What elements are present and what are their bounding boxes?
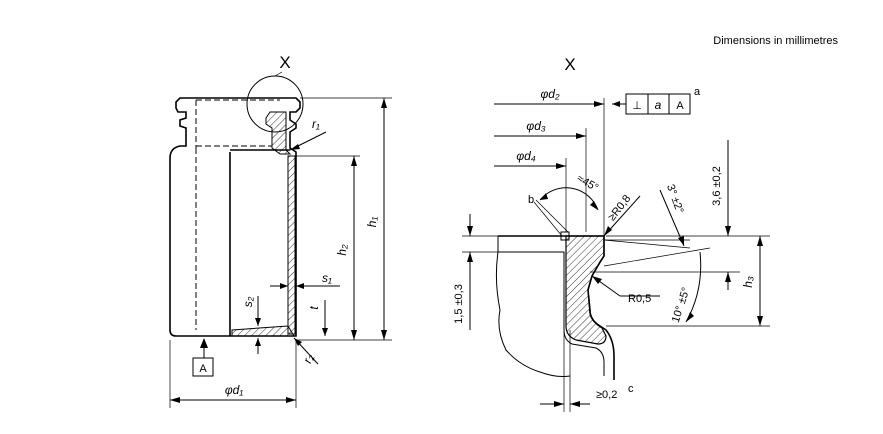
left-view-label: X bbox=[279, 53, 290, 72]
vial-inner-wall bbox=[229, 149, 290, 336]
s1-label: s₁ bbox=[322, 271, 332, 285]
s2-label: s₂ bbox=[241, 296, 255, 307]
d1-label: φd₁ bbox=[225, 383, 244, 397]
h3-label: h₃ bbox=[741, 276, 755, 288]
d2-label: φd₂ bbox=[540, 87, 560, 101]
tolerance-value: a bbox=[655, 98, 662, 112]
corner-point bbox=[560, 231, 570, 241]
vial-bottom-section bbox=[231, 325, 295, 337]
datum-a-box bbox=[192, 357, 214, 377]
vial-neck-section bbox=[265, 111, 292, 155]
gap-label: ≥0,2 bbox=[596, 389, 617, 401]
note-b: b bbox=[528, 194, 534, 206]
h36-label: 3,6 ±0,2 bbox=[711, 166, 723, 206]
angle3-label: 3° ±2° bbox=[664, 183, 686, 215]
angle10-arc bbox=[685, 251, 702, 323]
r1-label: r₁ bbox=[312, 117, 320, 131]
vial-inner-profile bbox=[195, 99, 280, 330]
h2-label: h₂ bbox=[335, 244, 349, 256]
tolerance-datum: A bbox=[676, 100, 684, 112]
d4-label: φd₄ bbox=[516, 149, 536, 163]
vial-outline bbox=[169, 97, 301, 337]
r05-label: R0,5 bbox=[628, 293, 651, 305]
vial-wall-section bbox=[287, 155, 296, 335]
d3-label: φd₃ bbox=[526, 119, 546, 133]
datum-a-label: A bbox=[199, 363, 207, 375]
detail-section bbox=[565, 235, 607, 345]
perpendicularity-symbol: ⊥ bbox=[632, 100, 642, 112]
angle45-label: ≈45° bbox=[575, 173, 601, 195]
h15-label: 1,5 ±0,3 bbox=[453, 284, 465, 324]
h1-label: h₁ bbox=[365, 217, 379, 228]
tolerance-note: a bbox=[694, 86, 701, 98]
units-note: Dimensions in millimetres bbox=[713, 35, 838, 47]
detail-x-view: X φd₂ ⊥ a A a φd₃ φd₄ bbox=[453, 55, 770, 412]
tolerance-frame bbox=[625, 93, 691, 115]
right-view-label: X bbox=[564, 55, 575, 74]
t-label: t bbox=[307, 306, 321, 310]
vial-view: X h₁ h₂ r₁ s₁ bbox=[169, 53, 392, 408]
detail-break-line bbox=[495, 236, 571, 377]
note-c: c bbox=[628, 383, 634, 395]
